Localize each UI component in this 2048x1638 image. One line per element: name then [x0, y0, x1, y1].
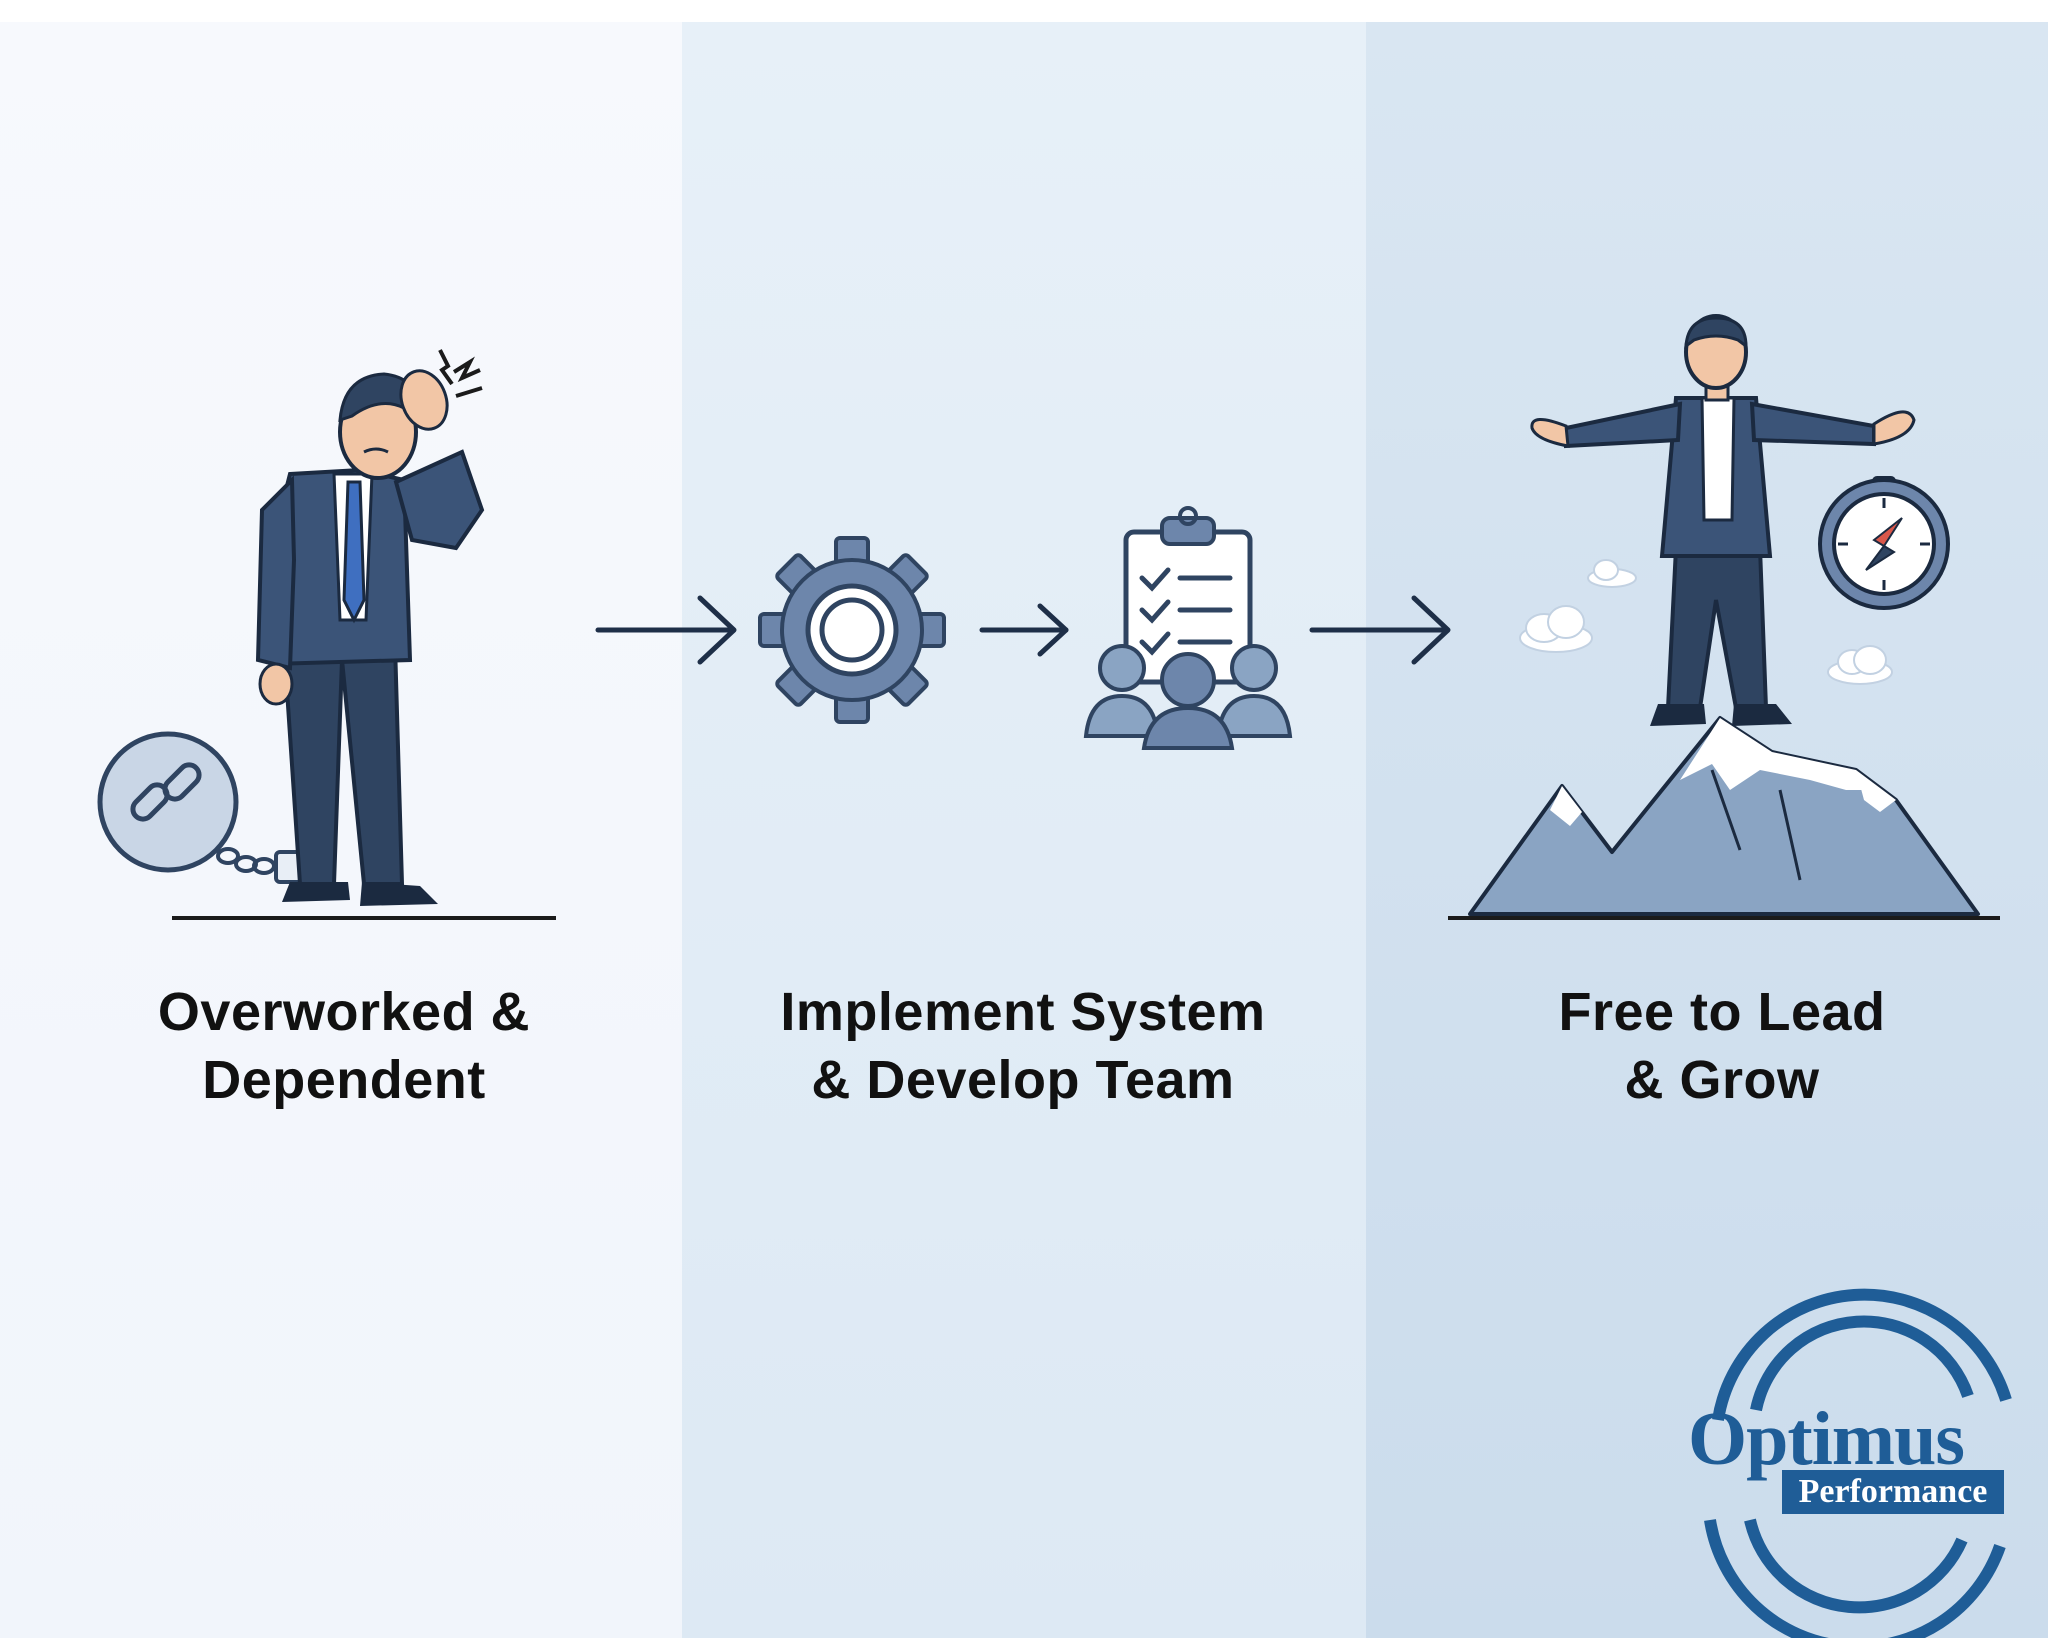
- compass-icon: [1818, 476, 1950, 610]
- ball-and-chain-icon: [97, 731, 320, 884]
- stage-title-line2: & Develop Team: [811, 1050, 1235, 1110]
- logo-wordmark: Optimus: [1688, 1397, 1965, 1481]
- stage-title-line1: Overworked &: [157, 982, 531, 1042]
- logo-subtitle: Performance: [1782, 1470, 2004, 1514]
- overworked-man-chained-icon: [97, 349, 556, 920]
- stage-title-free: Free to Lead & Grow: [1490, 978, 1954, 1114]
- stage-title-overworked: Overworked & Dependent: [96, 978, 592, 1114]
- top-strip: [0, 0, 2048, 22]
- stage-title-line1: Free to Lead: [1558, 982, 1886, 1042]
- stage-title-line2: & Grow: [1624, 1050, 1820, 1110]
- arrow-right-icon: [1309, 595, 1451, 665]
- checklist-team-icon: [1083, 506, 1293, 750]
- arrow-right-small-icon: [979, 603, 1069, 657]
- arrow-right-icon: [595, 595, 737, 665]
- stage-title-line2: Dependent: [202, 1050, 486, 1110]
- optimus-logo-rings-icon: [1704, 1288, 2012, 1638]
- stage-panel-implement: [682, 22, 1366, 1638]
- gear-icon: [758, 536, 946, 724]
- cloud-icon: [1519, 559, 1893, 685]
- stage-title-line1: Implement System: [780, 982, 1266, 1042]
- stage-title-implement: Implement System & Develop Team: [740, 978, 1306, 1114]
- man-on-mountain-icon: [1448, 314, 2000, 920]
